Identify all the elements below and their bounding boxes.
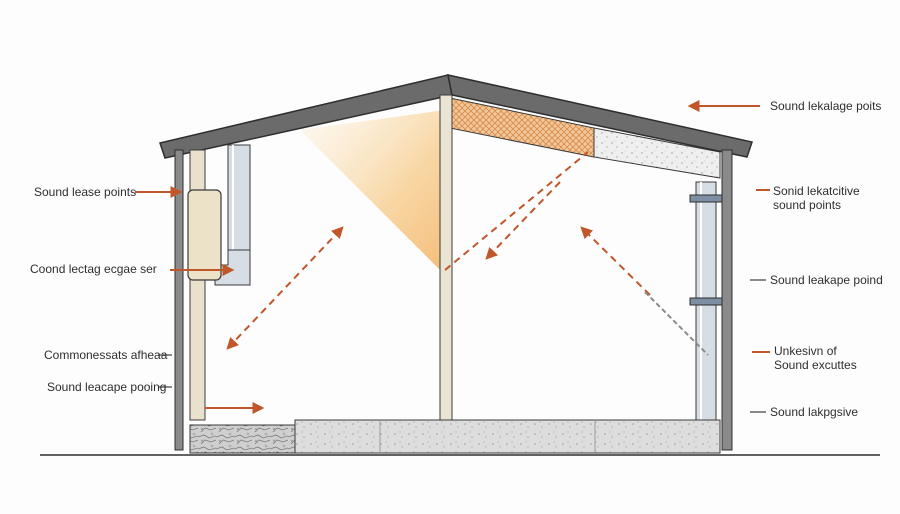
- label-right-top: Sound lekalage poits: [770, 99, 882, 113]
- left-wall-cabinet: [187, 189, 222, 281]
- light-cone: [300, 110, 445, 275]
- foundation-stone: [189, 424, 296, 454]
- label-left-top: Sound lease points: [34, 185, 137, 199]
- label-left-mid: Coond lectag ecgae ser: [30, 262, 157, 276]
- floor-slab: [294, 419, 721, 454]
- label-right-low-1: Unkesivn of: [774, 344, 837, 358]
- right-pipe-clamp-bottom: [689, 297, 723, 306]
- ceiling-insulation: [593, 127, 721, 179]
- label-left-low-2: Sound leacape pooing: [47, 380, 167, 394]
- arrow-diagonal-center: [485, 181, 561, 260]
- left-pipe: [227, 144, 251, 256]
- gray-dash-right: [644, 291, 709, 356]
- arrow-diagonal-right: [580, 226, 651, 296]
- label-right-low-2: Sound excuttes: [774, 358, 857, 372]
- label-left-low-1: Commonessats afheaa: [44, 348, 168, 362]
- center-post: [439, 94, 453, 426]
- label-right-pond: Sound leakape poind: [770, 273, 883, 287]
- arrow-diagonal-long: [444, 151, 589, 271]
- right-wall-outer: [721, 149, 733, 451]
- arrow-double-diagonal: [226, 226, 344, 350]
- left-wall-outer: [174, 149, 184, 451]
- label-right-mid-2: sound points: [773, 198, 842, 212]
- label-right-bottom: Sound lakpgsive: [770, 405, 859, 419]
- roof-right: [447, 74, 753, 158]
- label-right-mid-1: Sonid lekatcitive: [773, 184, 860, 198]
- right-pipe-clamp-top: [689, 194, 723, 203]
